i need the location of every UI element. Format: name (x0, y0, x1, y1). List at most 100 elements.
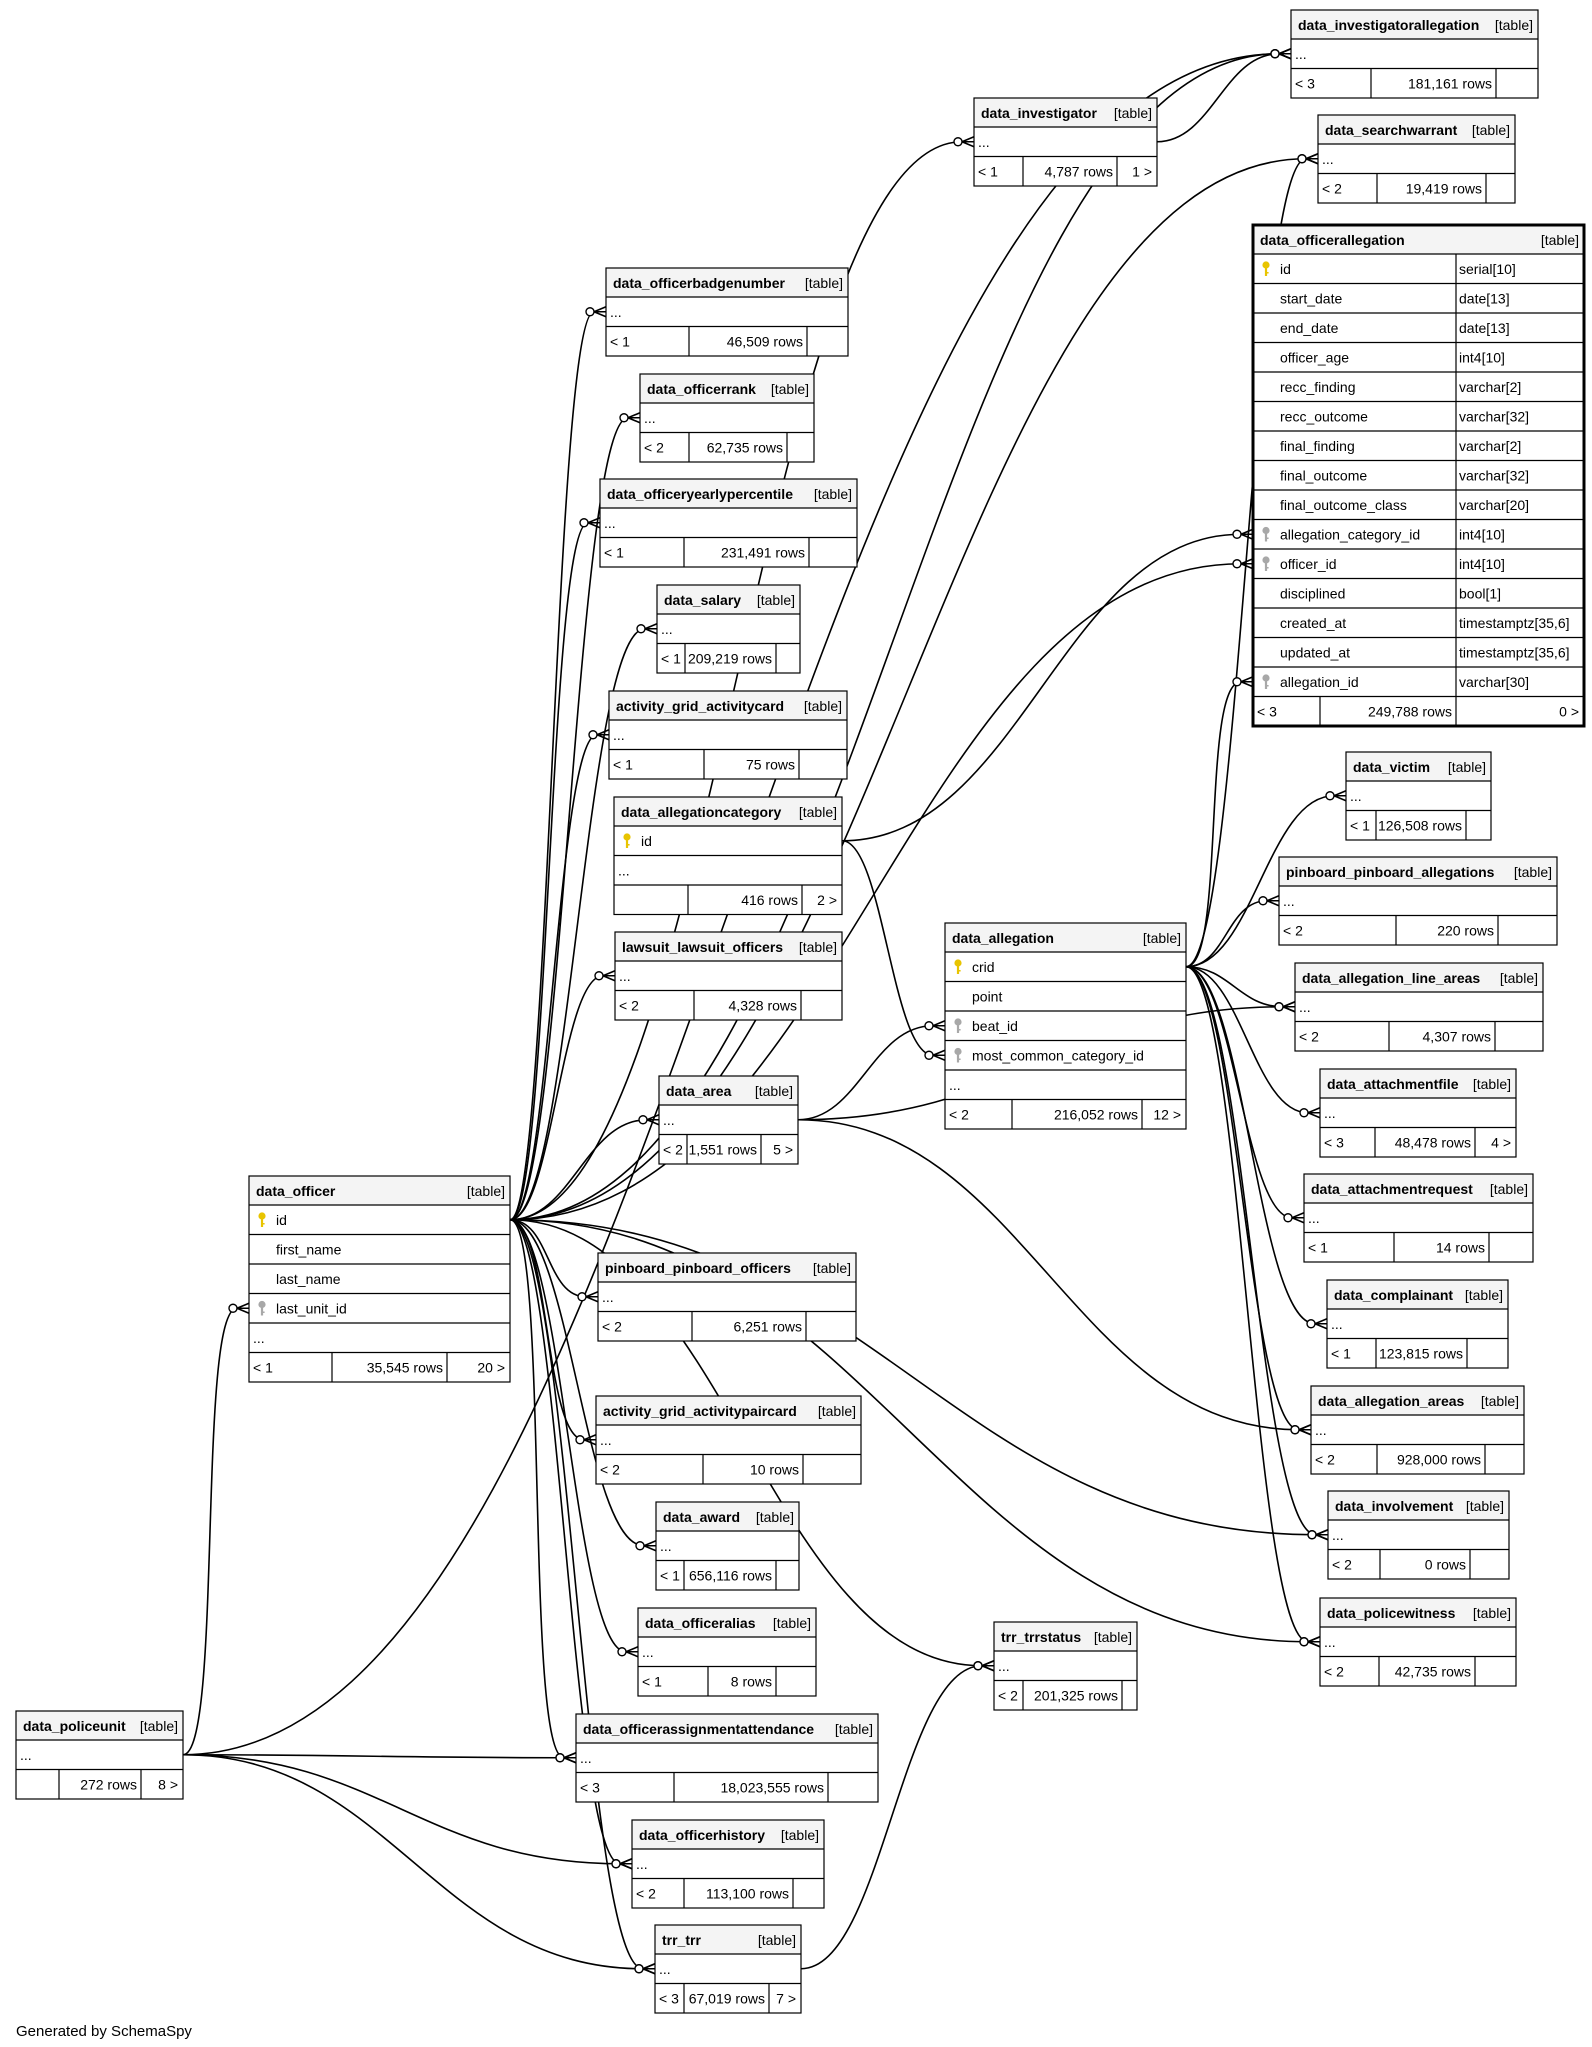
table-name: data_area (666, 1083, 732, 1099)
relationship-officer-policewitness (509, 1218, 1309, 1643)
column-type: varchar[20] (1459, 497, 1529, 513)
child-count: 5 > (773, 1142, 793, 1158)
row-count: 272 rows (80, 1777, 137, 1793)
many-marker (1266, 895, 1280, 907)
row-count: 4,328 rows (729, 998, 797, 1014)
table-allegation[interactable]: data_allegation[table]cridpointbeat_idmo… (944, 922, 1187, 1130)
relationship-officer-officerallegation (509, 562, 1242, 1221)
table-name: data_attachmentfile (1327, 1076, 1459, 1092)
parent-count: < 2 (1324, 1664, 1344, 1680)
foreign-key-icon (1262, 674, 1270, 689)
table-assignmentattendance[interactable]: data_officerassignmentattendance[table].… (575, 1713, 879, 1803)
relationship-allegation-pinboardallegations (1185, 899, 1268, 968)
column-officer-id: officer_id (1280, 556, 1337, 572)
table-type-tag: [table] (758, 1932, 796, 1948)
table-type-tag: [table] (781, 1827, 819, 1843)
optional-marker (617, 1647, 627, 1657)
table-pinboardallegations[interactable]: pinboard_pinboard_allegations[table]...<… (1278, 856, 1558, 946)
parent-count: < 2 (1315, 1452, 1335, 1468)
many-marker (1298, 1424, 1312, 1436)
table-allegationcategory[interactable]: data_allegationcategory[table]id...416 r… (613, 796, 843, 916)
parent-count: < 2 (644, 440, 664, 456)
many-marker (627, 412, 641, 424)
column-type: varchar[32] (1459, 468, 1529, 484)
table-name: data_officerrank (647, 381, 756, 397)
row-count: 126,508 rows (1378, 818, 1462, 834)
column-ellipsis: ... (949, 1077, 961, 1093)
many-marker (961, 136, 975, 148)
relationship-allegationcategory-officerallegation (841, 533, 1242, 842)
table-officer[interactable]: data_officer[table]idfirst_namelast_name… (248, 1175, 511, 1383)
table-investigatorallegation[interactable]: data_investigatorallegation[table]...< 3… (1290, 9, 1539, 99)
column-ellipsis: ... (644, 410, 656, 426)
table-type-tag: [table] (1465, 1287, 1503, 1303)
column-type: int4[10] (1459, 350, 1505, 366)
column-final-outcome-class: final_outcome_class (1280, 497, 1407, 513)
optional-marker (1290, 1425, 1300, 1435)
parent-count: < 1 (253, 1360, 273, 1376)
optional-marker (555, 1753, 565, 1763)
child-count: 12 > (1153, 1107, 1181, 1123)
table-name: data_complainant (1334, 1287, 1453, 1303)
table-name: data_victim (1353, 759, 1430, 775)
many-marker (1314, 1318, 1328, 1330)
table-name: pinboard_pinboard_officers (605, 1260, 791, 1276)
table-type-tag: [table] (1541, 232, 1579, 248)
table-type-tag: [table] (1114, 105, 1152, 121)
row-count: 19,419 rows (1406, 181, 1482, 197)
table-type-tag: [table] (1473, 1605, 1511, 1621)
table-officeryearlypercentile[interactable]: data_officeryearlypercentile[table]...< … (599, 478, 858, 568)
parent-count: < 3 (659, 1991, 679, 2007)
row-count: 10 rows (750, 1462, 799, 1478)
optional-marker (577, 1292, 587, 1302)
optional-marker (1232, 677, 1242, 687)
row-count: 181,161 rows (1408, 76, 1492, 92)
column-ellipsis: ... (1308, 1210, 1320, 1226)
column-ellipsis: ... (1283, 893, 1295, 909)
table-type-tag: [table] (755, 1083, 793, 1099)
relationship-allegation-complainant (1185, 965, 1316, 1325)
table-name: data_officeryearlypercentile (607, 486, 793, 502)
table-type-tag: [table] (1143, 930, 1181, 946)
relationship-officer-officerrank (509, 416, 629, 1221)
parent-count: < 1 (604, 545, 624, 561)
table-name: data_allegation (952, 930, 1054, 946)
table-name: lawsuit_lawsuit_officers (622, 939, 783, 955)
column-first-name: first_name (276, 1242, 342, 1258)
optional-marker (953, 137, 963, 147)
row-count: 46,509 rows (727, 334, 803, 350)
column-allegation-category-id: allegation_category_id (1280, 527, 1420, 543)
optional-marker (1232, 529, 1242, 539)
parent-count: < 3 (580, 1780, 600, 1796)
table-type-tag: [table] (1495, 17, 1533, 33)
relationship-officer-award (509, 1218, 645, 1547)
table-activitypaircard[interactable]: activity_grid_activitypaircard[table]...… (595, 1395, 862, 1485)
optional-marker (579, 518, 589, 528)
optional-marker (636, 624, 646, 634)
many-marker (593, 306, 607, 318)
